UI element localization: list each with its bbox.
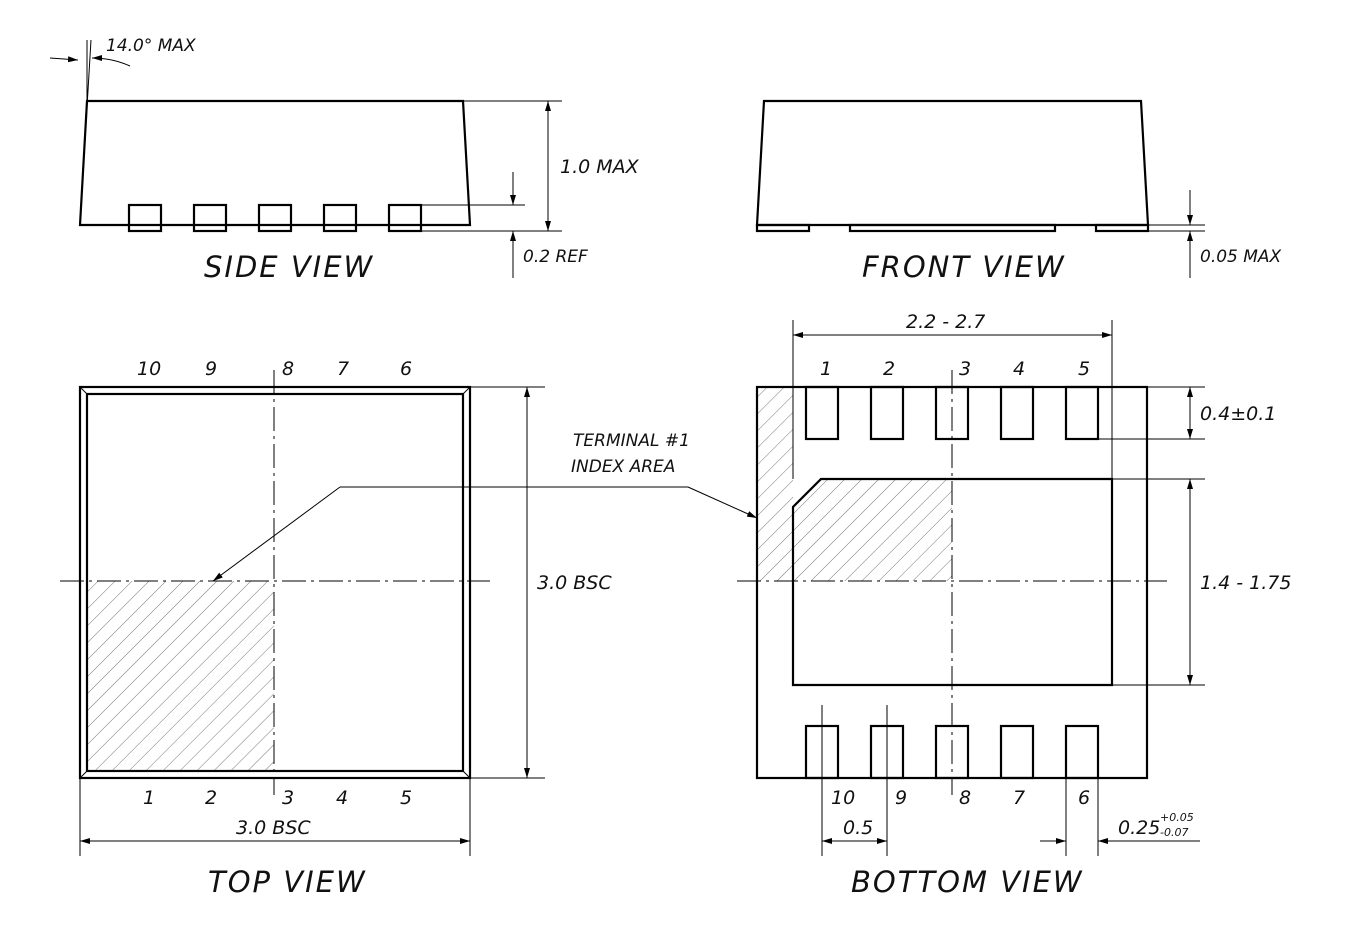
bottom-pin-label: 2 (883, 358, 895, 380)
bottom-pin-label: 1 (820, 358, 832, 380)
top-pin-label: 1 (143, 787, 155, 809)
side-terminal (322, 203, 358, 233)
pad-width-label: 2.2 - 2.7 (906, 311, 985, 333)
bottom-terminal (1064, 385, 1100, 441)
front-view-title: FRONT VIEW (862, 250, 1066, 284)
terminal-width-label: 0.25 (1118, 817, 1160, 839)
bottom-pin-label: 10 (831, 787, 855, 809)
pad-height-label: 1.4 - 1.75 (1200, 572, 1291, 594)
top-width-label: 3.0 BSC (236, 817, 311, 839)
top-pin-label: 2 (205, 787, 217, 809)
pin1-index-hatch (757, 387, 952, 581)
standoff-label: 0.2 REF (523, 247, 588, 267)
terminal-index-callout: TERMINAL #1 INDEX AREA (212, 431, 758, 582)
bottom-terminal (1064, 724, 1100, 780)
side-terminal (192, 203, 228, 233)
height-label: 1.0 MAX (560, 156, 640, 178)
top-height-label: 3.0 BSC (537, 572, 612, 594)
bottom-pin-label: 9 (895, 787, 907, 809)
side-view-title: SIDE VIEW (204, 250, 374, 284)
top-view-outline (78, 385, 472, 780)
bottom-terminal (999, 724, 1035, 780)
bottom-view: 2.2 - 2.7 0.4±0.1 1.4 - 1.75 0.5 0.25 +0… (737, 311, 1291, 899)
angle-label: 14.0° MAX (106, 36, 196, 56)
side-view-body (78, 99, 472, 227)
side-terminal (387, 203, 423, 233)
pitch-label: 0.5 (843, 817, 873, 839)
bottom-pin-label: 7 (1013, 787, 1025, 809)
terminal-width-plus: +0.05 (1160, 811, 1194, 824)
front-view: 0.05 MAX FRONT VIEW (755, 99, 1282, 284)
top-pin-label: 7 (337, 358, 349, 380)
top-view: 3.0 BSC 3.0 BSC 10 9 8 7 6 1 2 3 4 5 TOP… (60, 358, 612, 899)
bottom-pin-label: 6 (1078, 787, 1090, 809)
top-pin-label: 3 (282, 787, 294, 809)
side-view: 14.0° MAX 1.0 MAX 0.2 REF SIDE VIEW (49, 36, 640, 284)
top-pin-label: 8 (282, 358, 294, 380)
terminal-length-label: 0.4±0.1 (1200, 403, 1276, 425)
pin1-index-hatch (87, 581, 274, 770)
top-view-inner (85, 392, 465, 773)
front-terminal (755, 223, 811, 233)
side-terminal (257, 203, 293, 233)
side-terminal (127, 203, 163, 233)
bottom-pin-label: 3 (959, 358, 971, 380)
terminal-width-minus: -0.07 (1160, 826, 1188, 839)
front-terminal (1094, 223, 1150, 233)
callout-line1: TERMINAL #1 (573, 431, 690, 451)
bottom-pin-label: 5 (1078, 358, 1090, 380)
pad-thickness-label: 0.05 MAX (1200, 247, 1282, 267)
callout-line2: INDEX AREA (571, 457, 675, 477)
bottom-terminal (804, 385, 840, 441)
top-pin-label: 5 (400, 787, 412, 809)
top-pin-label: 6 (400, 358, 412, 380)
top-pin-label: 10 (137, 358, 161, 380)
bottom-pin-label: 8 (959, 787, 971, 809)
bottom-pin-label: 4 (1013, 358, 1025, 380)
bottom-terminal (999, 385, 1035, 441)
top-view-title: TOP VIEW (208, 865, 367, 899)
top-pin-label: 9 (205, 358, 217, 380)
front-view-body (755, 99, 1150, 227)
bottom-view-title: BOTTOM VIEW (851, 865, 1084, 899)
bottom-terminal (869, 385, 905, 441)
top-pin-label: 4 (336, 787, 348, 809)
front-exposed-pad (848, 223, 1057, 233)
